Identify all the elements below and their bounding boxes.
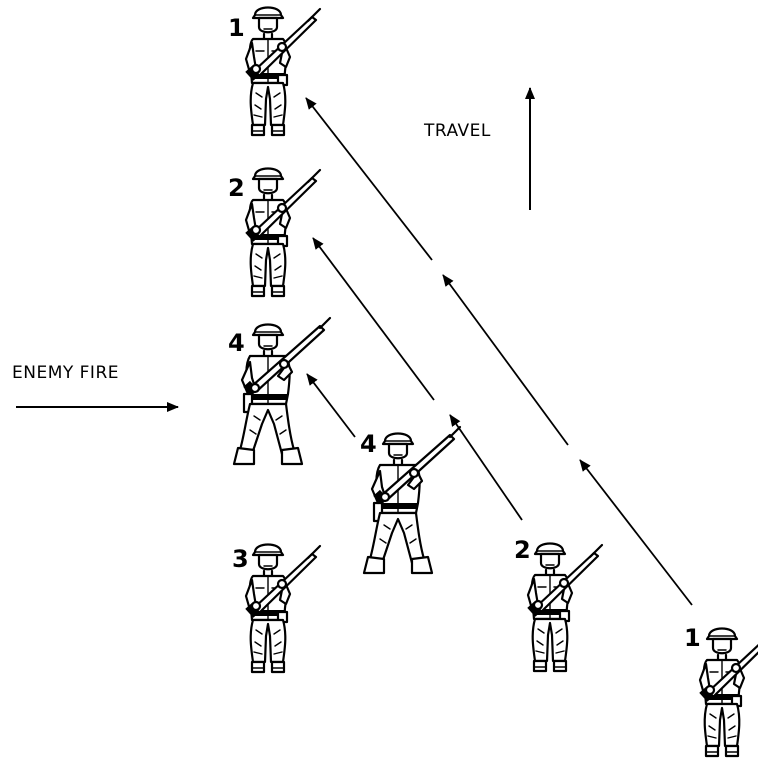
soldier-2-final-position: 2 bbox=[228, 167, 322, 298]
soldier-figure-icon bbox=[698, 627, 758, 758]
movement-arrows bbox=[16, 87, 693, 606]
soldier-figure-icon bbox=[362, 425, 462, 575]
soldier-1-start-position: 1 bbox=[684, 624, 758, 758]
soldier-figure-icon bbox=[244, 543, 322, 674]
soldier-number: 4 bbox=[360, 430, 377, 458]
arrow-soldier-1-seg-b bbox=[442, 274, 569, 446]
soldier-number: 3 bbox=[232, 545, 249, 573]
soldier-figure-icon bbox=[244, 167, 322, 298]
soldier-2-start-position: 2 bbox=[514, 536, 604, 673]
soldier-figure-icon bbox=[526, 542, 604, 673]
arrow-soldier-2-seg-a bbox=[449, 414, 523, 521]
soldier-number: 4 bbox=[228, 329, 245, 357]
soldier-figure-icon bbox=[232, 316, 332, 466]
soldier-number: 2 bbox=[514, 536, 531, 564]
soldier-number: 1 bbox=[228, 14, 245, 42]
arrow-soldier-1-seg-a bbox=[579, 459, 693, 606]
soldier-figure-icon bbox=[244, 6, 322, 137]
soldier-number: 2 bbox=[228, 174, 245, 202]
soldier-4-final-position: 4 bbox=[228, 316, 332, 466]
enemy-fire-label: ENEMY FIRE bbox=[12, 363, 119, 383]
arrow-soldier-2-seg-b bbox=[312, 237, 435, 401]
soldier-1-final-position: 1 bbox=[228, 6, 322, 137]
soldier-4-mid-position: 4 bbox=[360, 425, 462, 575]
soldier-3-position: 3 bbox=[232, 543, 322, 674]
arrow-soldier-4 bbox=[306, 373, 356, 438]
soldier-number: 1 bbox=[684, 624, 701, 652]
travel-label: TRAVEL bbox=[423, 121, 491, 141]
arrow-soldier-1-seg-c bbox=[305, 97, 433, 261]
